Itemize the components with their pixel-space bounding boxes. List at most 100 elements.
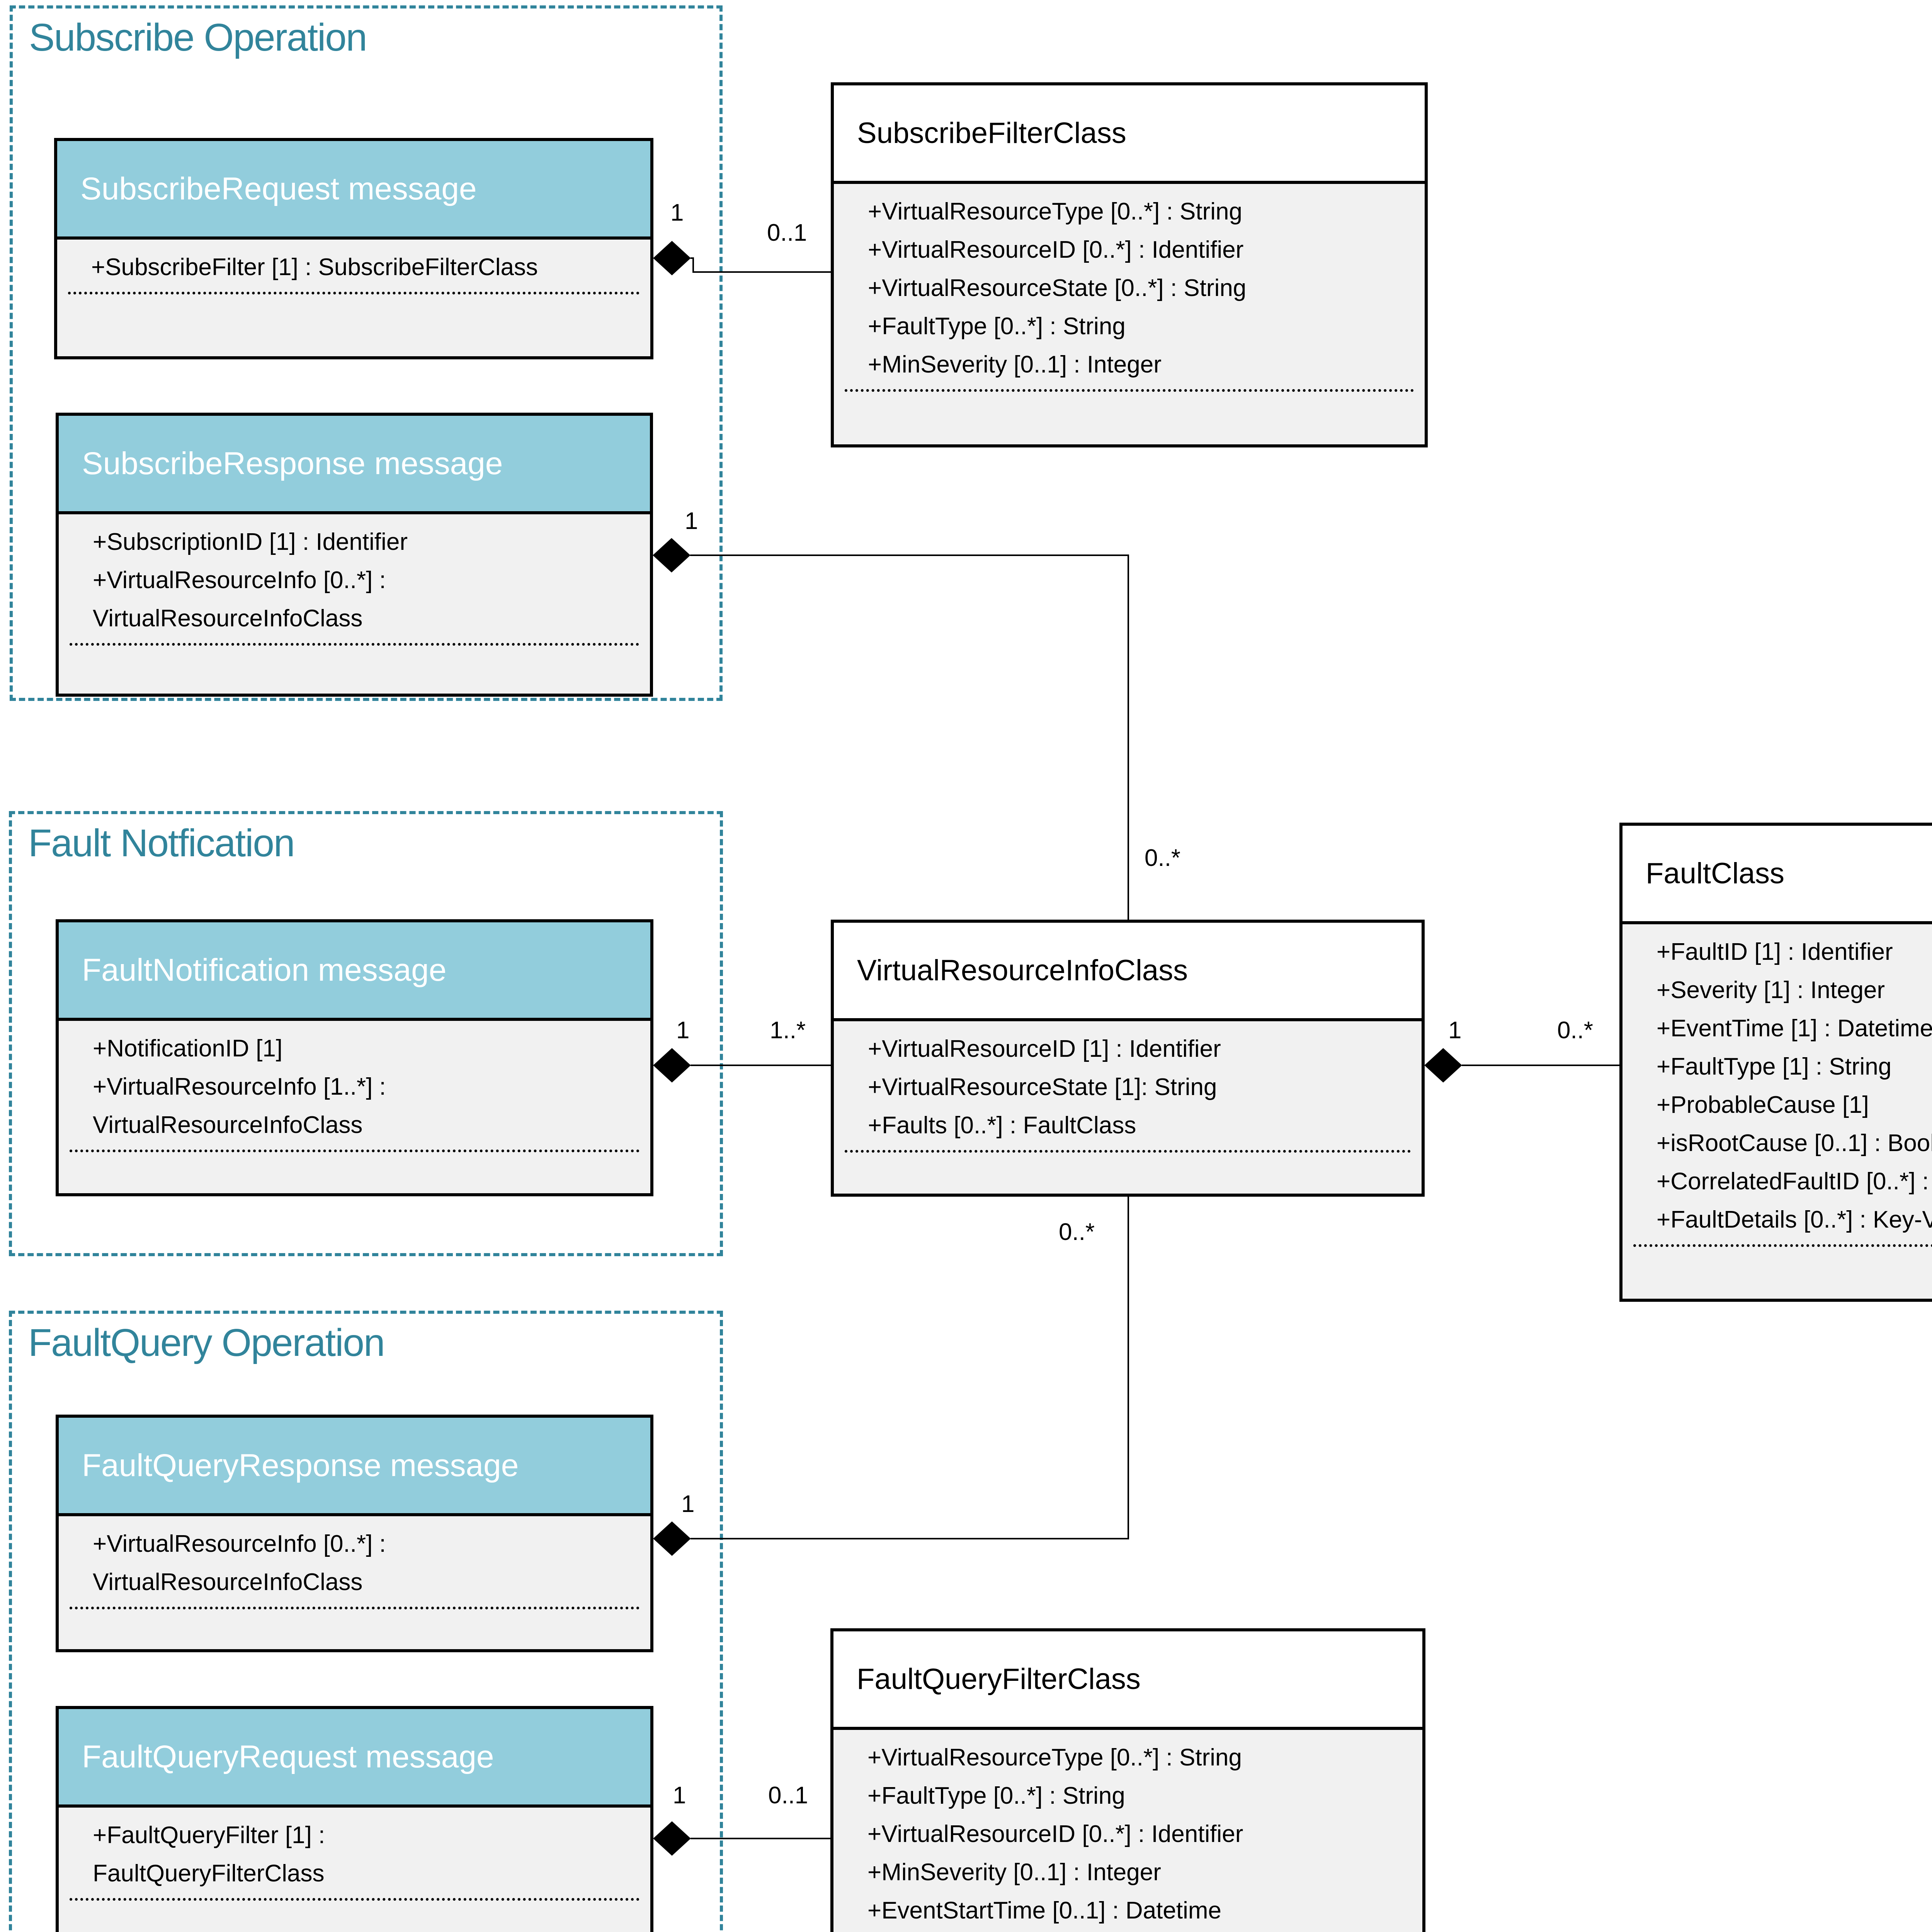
class-box-title: VirtualResourceInfoClass bbox=[857, 954, 1188, 987]
attribute-line-wrap: VirtualResourceInfoClass bbox=[93, 605, 363, 632]
attribute-line: +MinSeverity [0..1] : Integer bbox=[868, 351, 1162, 378]
attribute-line: +VirtualResourceInfo [1..*] : bbox=[93, 1073, 386, 1100]
attribute-line: +FaultQueryFilter [1] : bbox=[93, 1822, 325, 1849]
attribute-line: +VirtualResourceInfo [0..*] : bbox=[93, 1531, 386, 1557]
attributes-compartment: +SubscriptionID [1] : Identifier +Virtua… bbox=[59, 514, 650, 694]
attributes-compartment: +VirtualResourceInfo [0..*] : VirtualRes… bbox=[59, 1516, 650, 1649]
attributes-compartment: +VirtualResourceType [0..*] : String +Fa… bbox=[833, 1730, 1422, 1932]
multiplicity-label: 1 bbox=[673, 1782, 686, 1809]
connector-subscribe-response-to-vri bbox=[653, 538, 1129, 920]
class-box-title: FaultQueryFilterClass bbox=[857, 1663, 1141, 1696]
class-box-subscribe-filter-class: SubscribeFilterClass +VirtualResourceTyp… bbox=[831, 82, 1428, 447]
multiplicity-label: 1 bbox=[676, 1017, 690, 1044]
attribute-line: +VirtualResourceType [0..*] : String bbox=[868, 198, 1242, 225]
group-faultquery-operation: FaultQuery Operation bbox=[9, 1311, 723, 1932]
class-box-fault-class: FaultClass +FaultID [1] : Identifier +Se… bbox=[1619, 823, 1932, 1302]
attribute-line-wrap: VirtualResourceInfoClass bbox=[93, 1569, 363, 1595]
class-box-header: SubscribeFilterClass bbox=[834, 85, 1425, 184]
compartment-separator bbox=[70, 1150, 639, 1152]
class-box-title: FaultQueryRequest message bbox=[82, 1739, 494, 1774]
multiplicity-label: 1 bbox=[670, 199, 684, 226]
attributes-compartment: +VirtualResourceID [1] : Identifier +Vir… bbox=[834, 1021, 1422, 1194]
compartment-separator bbox=[70, 1898, 639, 1901]
attribute-line: +SubscribeFilter [1] : SubscribeFilterCl… bbox=[91, 254, 538, 281]
class-box-title: SubscribeResponse message bbox=[82, 446, 503, 481]
attributes-compartment: +SubscribeFilter [1] : SubscribeFilterCl… bbox=[57, 240, 650, 356]
attribute-line: +VirtualResourceState [0..*] : String bbox=[868, 275, 1247, 301]
multiplicity-label: 0..1 bbox=[768, 1782, 808, 1809]
attribute-line: +EventTime [1] : Datetime bbox=[1656, 1015, 1932, 1042]
group-title-faultquery-operation: FaultQuery Operation bbox=[28, 1321, 385, 1364]
class-box-header: SubscribeResponse message bbox=[59, 416, 650, 514]
compartment-separator bbox=[68, 292, 639, 294]
group-title-fault-notification: Fault Notfication bbox=[28, 821, 295, 865]
multiplicity-label: 0..1 bbox=[767, 219, 807, 246]
attribute-line: +VirtualResourceState [1]: String bbox=[868, 1074, 1217, 1100]
attribute-line: +VirtualResourceID [0..*] : Identifier bbox=[868, 236, 1244, 263]
class-box-header: FaultQueryResponse message bbox=[59, 1418, 650, 1516]
compartment-separator bbox=[1633, 1244, 1932, 1247]
connector-line bbox=[690, 1197, 1129, 1539]
attribute-line: +EventStartTime [0..1] : Datetime bbox=[867, 1897, 1222, 1924]
multiplicity-label: 1..* bbox=[770, 1017, 806, 1044]
attribute-line: +VirtualResourceID [0..*] : Identifier bbox=[867, 1821, 1243, 1847]
attribute-line: +FaultType [0..*] : String bbox=[868, 313, 1126, 340]
class-box-fault-query-request: FaultQueryRequest message +FaultQueryFil… bbox=[56, 1706, 653, 1932]
multiplicity-label: 1 bbox=[685, 508, 698, 534]
attribute-line: +VirtualResourceInfo [0..*] : bbox=[93, 567, 386, 594]
attributes-compartment: +FaultQueryFilter [1] : FaultQueryFilter… bbox=[59, 1808, 650, 1932]
class-box-header: FaultClass bbox=[1622, 826, 1932, 924]
aggregation-diamond bbox=[1424, 1048, 1462, 1083]
class-box-fault-notification: FaultNotification message +NotificationI… bbox=[56, 919, 653, 1196]
multiplicity-label: 1 bbox=[681, 1491, 695, 1517]
attribute-line: +MinSeverity [0..1] : Integer bbox=[867, 1859, 1161, 1886]
attribute-line: +FaultType [0..*] : String bbox=[867, 1782, 1125, 1809]
class-box-header: FaultQueryFilterClass bbox=[833, 1631, 1422, 1730]
class-box-subscribe-request: SubscribeRequest message +SubscribeFilte… bbox=[54, 138, 653, 359]
class-box-header: FaultNotification message bbox=[59, 922, 650, 1021]
attribute-line: +Severity [1] : Integer bbox=[1656, 977, 1885, 1003]
attribute-line: +EventEndTime [0..1] : Datetime bbox=[833, 1930, 1422, 1932]
attribute-line: +VirtualResourceType [0..*] : String bbox=[867, 1744, 1242, 1771]
compartment-separator bbox=[70, 643, 639, 646]
attribute-line: +FaultType [1] : String bbox=[1656, 1053, 1892, 1080]
attribute-line: +ProbableCause [1] bbox=[1656, 1092, 1869, 1118]
attribute-line: +isRootCause [0..1] : Boolean bbox=[1656, 1130, 1932, 1156]
class-box-title: FaultClass bbox=[1646, 857, 1784, 890]
group-fault-notification: Fault Notfication bbox=[9, 811, 723, 1256]
attribute-line: +Faults [0..*] : FaultClass bbox=[868, 1112, 1136, 1139]
multiplicity-label: 1 bbox=[1448, 1017, 1462, 1044]
attribute-line-wrap: FaultQueryFilterClass bbox=[93, 1860, 325, 1887]
class-box-title: SubscribeFilterClass bbox=[857, 117, 1126, 150]
class-box-header: SubscribeRequest message bbox=[57, 141, 650, 240]
multiplicity-label: 0..* bbox=[1145, 845, 1181, 871]
connector-vri-to-fault-query-response bbox=[653, 1197, 1129, 1556]
compartment-separator bbox=[845, 1150, 1411, 1153]
class-box-title: SubscribeRequest message bbox=[80, 171, 477, 206]
attribute-line: +FaultDetails [0..*] : Key-Value pairs bbox=[1656, 1206, 1932, 1233]
class-box-title: FaultNotification message bbox=[82, 952, 447, 988]
compartment-separator bbox=[70, 1607, 639, 1609]
class-box-header: VirtualResourceInfoClass bbox=[834, 923, 1422, 1021]
attributes-compartment: +FaultID [1] : Identifier +Severity [1] … bbox=[1622, 924, 1932, 1299]
attributes-compartment: +VirtualResourceType [0..*] : String +Vi… bbox=[834, 184, 1425, 444]
group-subscribe-operation: Subscribe Operation bbox=[10, 5, 723, 701]
attribute-line: +VirtualResourceID [1] : Identifier bbox=[868, 1036, 1221, 1062]
compartment-separator bbox=[845, 389, 1414, 392]
class-box-virtual-resource-info-class: VirtualResourceInfoClass +VirtualResourc… bbox=[831, 920, 1425, 1197]
class-box-header: FaultQueryRequest message bbox=[59, 1709, 650, 1808]
attribute-line: +FaultID [1] : Identifier bbox=[1656, 939, 1893, 965]
multiplicity-label: 0..* bbox=[1557, 1017, 1594, 1044]
attribute-line: +CorrelatedFaultID [0..*] : Identifier bbox=[1656, 1168, 1932, 1195]
connector-line bbox=[690, 554, 1129, 920]
attribute-line: +SubscriptionID [1] : Identifier bbox=[93, 529, 408, 555]
attribute-line: +NotificationID [1] bbox=[93, 1035, 283, 1062]
group-title-subscribe-operation: Subscribe Operation bbox=[29, 16, 367, 59]
connector-vri-to-fault-class bbox=[1424, 1048, 1619, 1083]
multiplicity-label: 0..* bbox=[1059, 1219, 1095, 1245]
class-box-fault-query-filter-class: FaultQueryFilterClass +VirtualResourceTy… bbox=[830, 1628, 1425, 1932]
class-box-fault-query-response: FaultQueryResponse message +VirtualResou… bbox=[56, 1415, 653, 1652]
attributes-compartment: +NotificationID [1] +VirtualResourceInfo… bbox=[59, 1021, 650, 1193]
class-box-subscribe-response: SubscribeResponse message +SubscriptionI… bbox=[56, 413, 653, 697]
